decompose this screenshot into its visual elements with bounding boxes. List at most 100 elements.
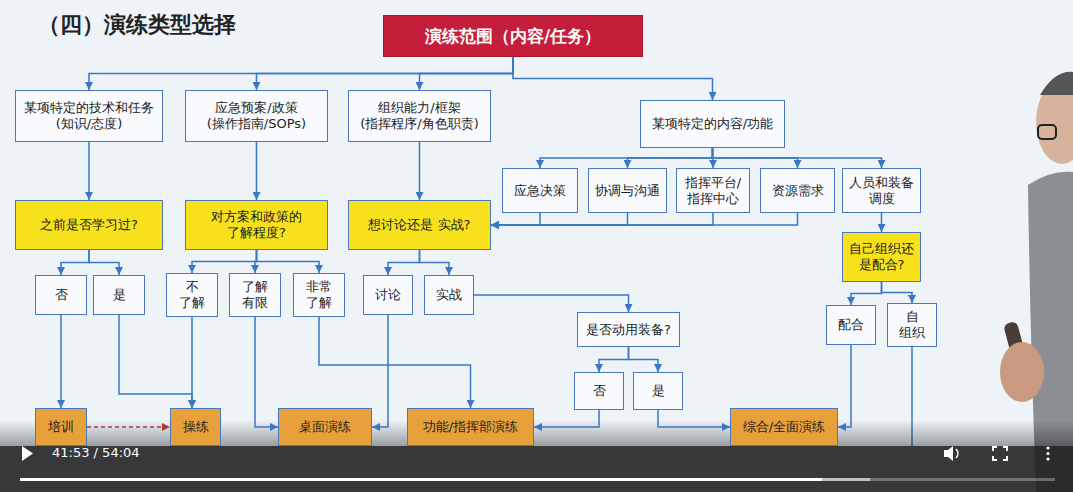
- node-text: 不 了解: [171, 279, 213, 310]
- flow-arrow: [491, 213, 798, 225]
- node-text: 功能/指挥部演练: [423, 419, 518, 435]
- node-text: 某项特定的内容/功能: [652, 116, 773, 132]
- node-text: 培训: [48, 419, 74, 435]
- flow-arrow: [87, 426, 170, 428]
- flow-arrow: [713, 148, 882, 168]
- node-text: 实战: [436, 287, 462, 303]
- node-text: 综合/全面演练: [743, 419, 825, 435]
- flow-arrow: [540, 148, 713, 168]
- process-box: 实战: [424, 275, 474, 315]
- flow-arrow: [599, 347, 629, 372]
- node-text: 组织能力/框架 (指挥程序/角色职责): [353, 100, 486, 131]
- presenter-hand: [1000, 342, 1044, 402]
- flow-arrow: [491, 213, 540, 225]
- decision-box: 之前是否学习过?: [15, 200, 163, 250]
- node-text: 想讨论还是 实战?: [368, 217, 470, 233]
- flow-arrow: [257, 57, 514, 90]
- flow-arrow: [89, 250, 119, 275]
- flow-arrow: [420, 57, 514, 90]
- process-box: 是否动用装备?: [577, 312, 680, 347]
- decision-box: 想讨论还是 实战?: [348, 200, 491, 250]
- flow-arrow: [256, 142, 258, 200]
- flow-arrow: [372, 315, 388, 427]
- node-text: 之前是否学习过?: [40, 217, 138, 233]
- process-box: 人员和装备 调度: [842, 168, 921, 213]
- flow-arrow: [628, 148, 713, 168]
- node-text: 讨论: [375, 287, 401, 303]
- process-box: 了解 有限: [229, 273, 281, 317]
- exercise-type-box: 培训: [35, 408, 87, 446]
- process-box: 应急预案/政策 (操作指南/SOPs): [185, 90, 328, 142]
- exercise-type-box: 功能/指挥部演练: [407, 408, 534, 446]
- node-text: 否: [55, 287, 68, 303]
- presenter-hair: [1040, 72, 1073, 95]
- more-icon: [1046, 446, 1049, 460]
- video-time: 41:53 / 54:04: [52, 445, 140, 460]
- process-box: 某项特定的技术和任务 (知识/态度): [15, 90, 163, 142]
- node-text: 某项特定的技术和任务 (知识/态度): [20, 100, 158, 131]
- slide-title: （四）演练类型选择: [38, 10, 236, 40]
- node-text: 人员和装备 调度: [847, 175, 916, 206]
- flow-arrow: [60, 315, 62, 408]
- node-text: 演练范围（内容/任务）: [425, 26, 601, 46]
- scope-box: 演练范围（内容/任务）: [383, 15, 643, 57]
- flow-arrow: [882, 282, 913, 303]
- fullscreen-icon: [993, 447, 1007, 460]
- progress-track: [20, 478, 1055, 481]
- flow-arrow: [388, 250, 420, 275]
- player-shade: [0, 420, 1073, 446]
- node-text: 是否动用装备?: [586, 322, 671, 338]
- process-box: 否: [574, 372, 624, 410]
- node-text: 桌面演练: [299, 419, 351, 435]
- exercise-type-box: 综合/全面演练: [730, 408, 838, 446]
- process-box: 指挥平台/ 指挥中心: [676, 168, 750, 213]
- progress-buffer: [20, 478, 870, 481]
- process-box: 组织能力/框架 (指挥程序/角色职责): [348, 90, 491, 142]
- decision-box: 自己组织还 是配合?: [842, 232, 921, 282]
- node-text: 资源需求: [772, 183, 824, 199]
- process-box: 协调与沟通: [588, 168, 667, 213]
- flow-arrow: [419, 142, 421, 200]
- volume-icon: [944, 446, 958, 461]
- process-box: 讨论: [363, 275, 413, 315]
- process-box: 自 组织: [887, 303, 937, 347]
- node-text: 了解 有限: [234, 279, 276, 310]
- flow-arrow: [851, 282, 882, 305]
- node-text: 否: [593, 383, 606, 399]
- flow-arrow: [191, 317, 193, 408]
- flow-arrow: [88, 142, 90, 200]
- process-box: 是: [93, 275, 145, 315]
- process-box: 不 了解: [166, 273, 218, 317]
- node-text: 指挥平台/ 指挥中心: [681, 175, 745, 206]
- play-icon: [22, 446, 33, 461]
- process-box: 应急决策: [502, 168, 578, 213]
- node-text: 对方案和政策的 了解程度?: [190, 209, 323, 240]
- node-text: 应急预案/政策 (操作指南/SOPs): [190, 100, 323, 131]
- node-text: 操练: [183, 419, 209, 435]
- flow-arrow: [491, 213, 628, 225]
- flow-arrow: [319, 317, 471, 408]
- player-bar: [0, 446, 1073, 492]
- node-text: 非常 了解: [298, 279, 340, 310]
- flow-arrow: [838, 345, 851, 427]
- decision-box: 对方案和政策的 了解程度?: [185, 200, 328, 250]
- flow-arrow: [491, 213, 713, 225]
- presenter-glasses: [1038, 125, 1056, 139]
- flow-arrow: [257, 250, 320, 273]
- exercise-type-box: 操练: [170, 408, 221, 446]
- flow-arrow: [534, 410, 599, 427]
- flow-arrow: [881, 213, 883, 232]
- process-box: 某项特定的内容/功能: [640, 100, 785, 148]
- node-text: 配合: [838, 317, 864, 333]
- process-box: 配合: [826, 305, 876, 345]
- node-text: 自己组织还 是配合?: [847, 241, 916, 272]
- flow-arrow: [658, 410, 730, 427]
- flow-arrow: [513, 57, 713, 100]
- exercise-type-box: 桌面演练: [278, 408, 372, 446]
- process-box: 是: [633, 372, 683, 410]
- flow-arrow: [119, 315, 192, 408]
- progress-played: [20, 478, 822, 481]
